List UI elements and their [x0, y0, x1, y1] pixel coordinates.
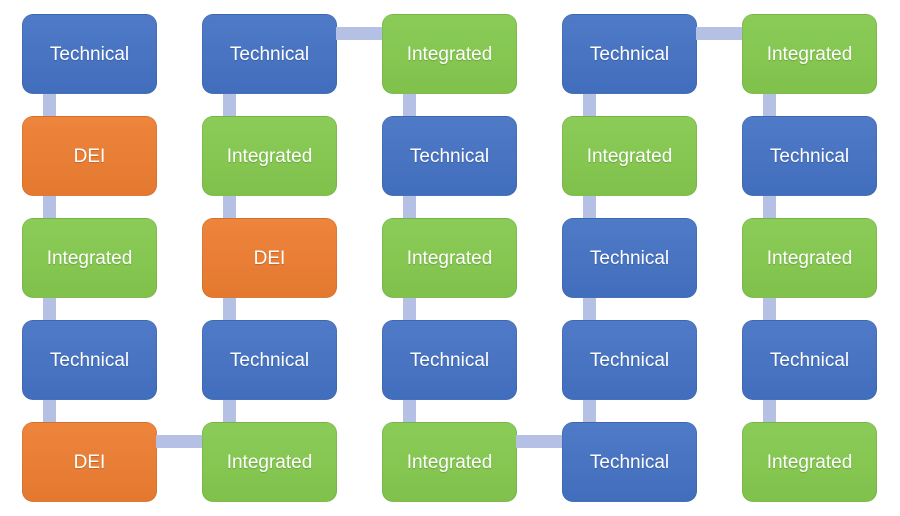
- connector-vertical: [403, 400, 416, 422]
- diagram-node-label: DEI: [73, 145, 106, 167]
- diagram-node: Integrated: [382, 218, 517, 298]
- diagram-node: Technical: [742, 116, 877, 196]
- connector-vertical: [583, 298, 596, 320]
- diagram-node: Integrated: [382, 422, 517, 502]
- connector-vertical: [403, 298, 416, 320]
- diagram-node-label: Technical: [589, 43, 670, 65]
- diagram-node: Technical: [562, 14, 697, 94]
- connector-horizontal: [696, 27, 742, 40]
- diagram-node: Integrated: [202, 116, 337, 196]
- diagram-column-4: Technical Integrated Technical Technical…: [562, 14, 697, 502]
- diagram-node-label: Technical: [409, 349, 490, 371]
- diagram-node-label: Technical: [589, 349, 670, 371]
- diagram-column-5: Integrated Technical Integrated Technica…: [742, 14, 877, 502]
- diagram-node: DEI: [22, 116, 157, 196]
- diagram-column-1: Technical DEI Integrated Technical DEI: [22, 14, 157, 502]
- diagram-node: Technical: [382, 320, 517, 400]
- diagram-node-label: Integrated: [766, 43, 853, 65]
- diagram-node: Technical: [202, 14, 337, 94]
- connector-vertical: [763, 94, 776, 116]
- diagram-node: Technical: [742, 320, 877, 400]
- diagram-node-label: Integrated: [586, 145, 673, 167]
- diagram-node-label: Technical: [589, 247, 670, 269]
- connector-vertical: [403, 196, 416, 218]
- diagram-node: DEI: [22, 422, 157, 502]
- connector-horizontal: [336, 27, 382, 40]
- connector-vertical: [223, 400, 236, 422]
- diagram-node-label: Technical: [769, 145, 850, 167]
- diagram-node-label: Integrated: [226, 451, 313, 473]
- connector-vertical: [43, 298, 56, 320]
- connector-vertical: [43, 94, 56, 116]
- diagram-node-label: Technical: [49, 43, 130, 65]
- diagram-node: Integrated: [742, 14, 877, 94]
- diagram-node: Technical: [202, 320, 337, 400]
- diagram-node: Integrated: [382, 14, 517, 94]
- connector-vertical: [43, 196, 56, 218]
- diagram-node-label: Integrated: [406, 43, 493, 65]
- diagram-node-label: Integrated: [226, 145, 313, 167]
- diagram-node-label: Integrated: [406, 451, 493, 473]
- diagram-node: Integrated: [22, 218, 157, 298]
- diagram-node-label: DEI: [73, 451, 106, 473]
- diagram-node: Integrated: [202, 422, 337, 502]
- diagram-column-2: Technical Integrated DEI Technical Integ…: [202, 14, 337, 502]
- connector-vertical: [223, 196, 236, 218]
- connector-vertical: [763, 400, 776, 422]
- diagram-node: Technical: [562, 422, 697, 502]
- connector-vertical: [403, 94, 416, 116]
- connector-vertical: [43, 400, 56, 422]
- diagram-node: Integrated: [742, 218, 877, 298]
- diagram-node-label: Technical: [769, 349, 850, 371]
- diagram-node-label: Integrated: [406, 247, 493, 269]
- diagram-node: Technical: [22, 320, 157, 400]
- diagram-node-label: Technical: [229, 349, 310, 371]
- diagram-node: DEI: [202, 218, 337, 298]
- diagram-node: Technical: [22, 14, 157, 94]
- diagram-node-label: Technical: [409, 145, 490, 167]
- diagram-node-label: Technical: [229, 43, 310, 65]
- diagram-node-label: Integrated: [766, 451, 853, 473]
- diagram-node-label: Integrated: [46, 247, 133, 269]
- connector-vertical: [583, 196, 596, 218]
- diagram-node-label: Integrated: [766, 247, 853, 269]
- diagram-node-label: Technical: [49, 349, 130, 371]
- connector-vertical: [223, 94, 236, 116]
- diagram-node: Integrated: [562, 116, 697, 196]
- connector-vertical: [763, 298, 776, 320]
- connector-vertical: [223, 298, 236, 320]
- diagram-node-label: DEI: [253, 247, 286, 269]
- diagram-column-3: Integrated Technical Integrated Technica…: [382, 14, 517, 502]
- diagram-node-label: Technical: [589, 451, 670, 473]
- diagram-node: Technical: [382, 116, 517, 196]
- connector-vertical: [583, 94, 596, 116]
- diagram-node: Integrated: [742, 422, 877, 502]
- diagram-node: Technical: [562, 218, 697, 298]
- connector-vertical: [583, 400, 596, 422]
- connector-horizontal: [516, 435, 562, 448]
- connector-vertical: [763, 196, 776, 218]
- connector-horizontal: [156, 435, 202, 448]
- diagram-node: Technical: [562, 320, 697, 400]
